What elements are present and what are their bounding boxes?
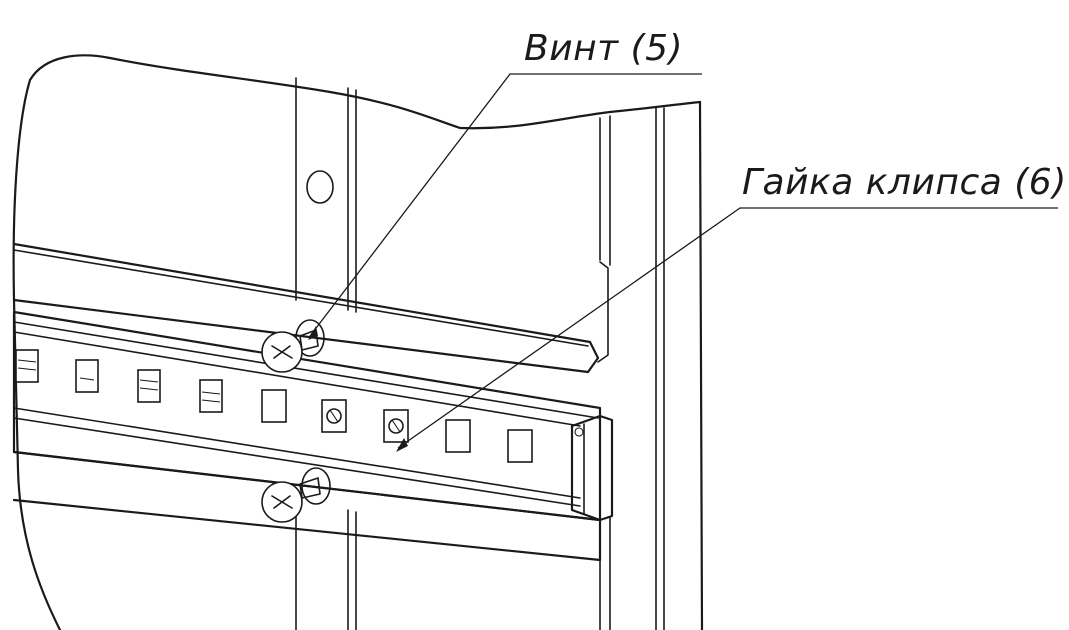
screw-leader-arrow xyxy=(308,326,318,340)
rail-slot xyxy=(75,359,99,393)
clip-nut-leader-arrow xyxy=(396,438,408,452)
rail-edge xyxy=(13,321,599,419)
rail-edge xyxy=(13,407,581,499)
upper-bracket-edge xyxy=(13,249,589,347)
rail-slot xyxy=(15,349,39,383)
screw-upper xyxy=(261,319,325,373)
clip-nut xyxy=(388,418,404,434)
rail-slot xyxy=(445,419,471,453)
rail-slot xyxy=(261,389,287,423)
rail-slots xyxy=(15,349,533,463)
panel-outline xyxy=(12,54,702,630)
screw-label: Винт (5) xyxy=(524,28,683,69)
frame-hole xyxy=(306,170,334,204)
rail-edge xyxy=(13,417,581,507)
rail-slot xyxy=(199,379,223,413)
clip-nut xyxy=(326,408,342,424)
frame-post-edge xyxy=(698,100,704,630)
rail-end-hole xyxy=(574,427,584,437)
bracket-notch xyxy=(597,261,609,363)
rail-edge xyxy=(13,331,581,427)
mounting-rail xyxy=(12,310,602,522)
upper-bracket xyxy=(12,242,600,374)
lower-bracket xyxy=(12,450,602,562)
rail-slot xyxy=(137,369,161,403)
clip-nut-leader-line xyxy=(397,207,1058,449)
screw-lower xyxy=(261,467,331,523)
clip-nut-label: Гайка клипса (6) xyxy=(742,162,1067,203)
rail-slot xyxy=(507,429,533,463)
rail-end-cap xyxy=(570,414,614,522)
screw-leader-line xyxy=(309,73,702,337)
